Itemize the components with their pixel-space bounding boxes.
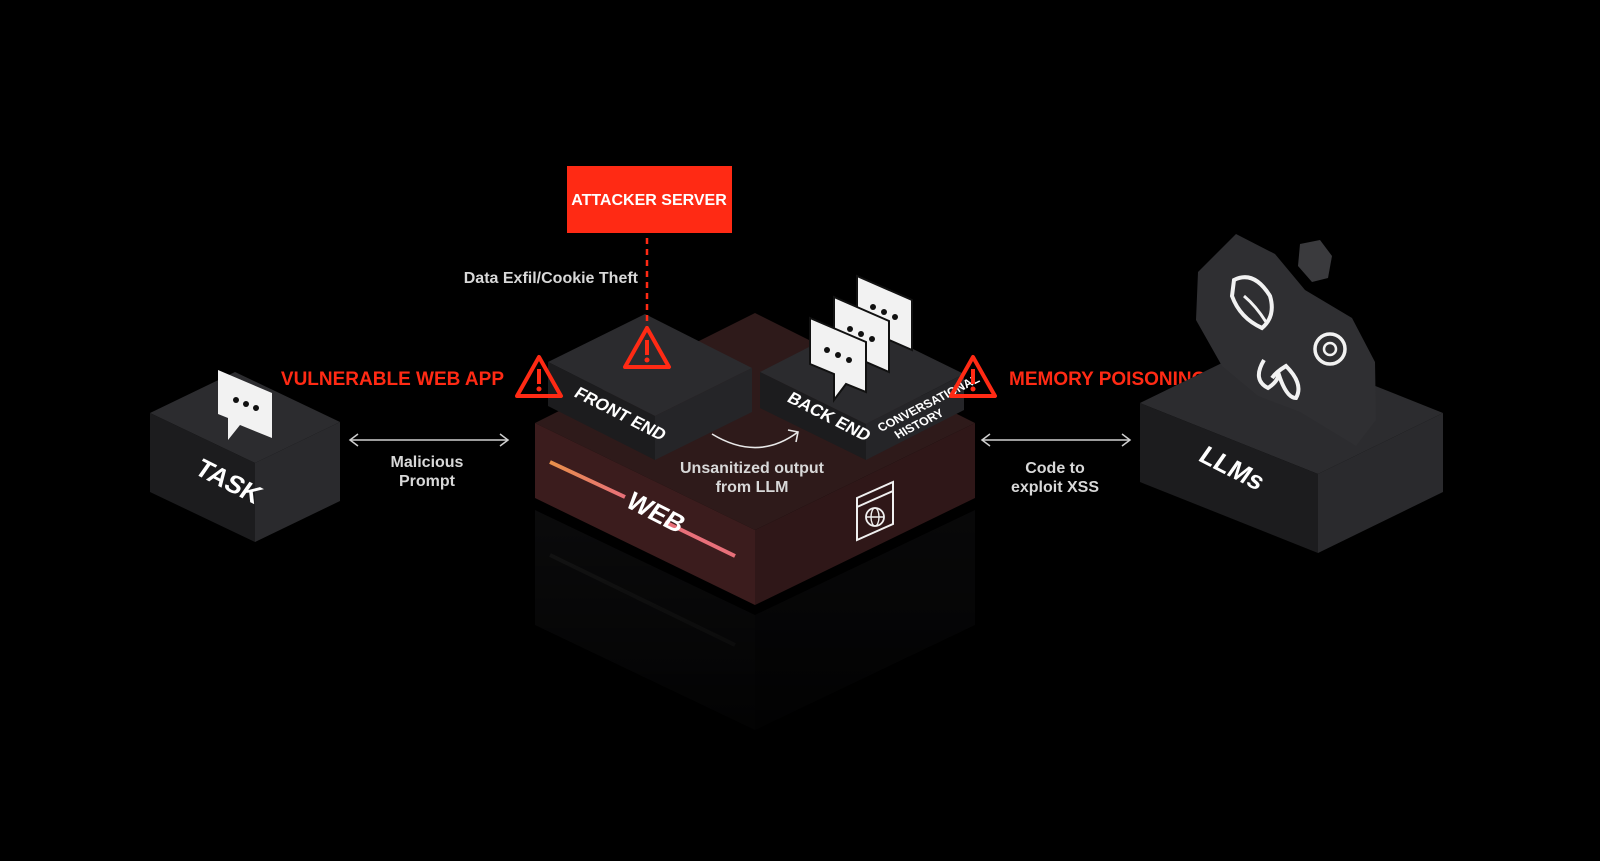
warning-icon — [949, 355, 997, 398]
unsanitized-line1: Unsanitized output — [680, 460, 825, 477]
warning-icon — [515, 355, 563, 398]
malicious-prompt-line1: Malicious — [391, 454, 464, 471]
warning-icon — [623, 326, 671, 369]
vulnerable-web-app-label: VULNERABLE WEB APP — [281, 369, 504, 390]
deepseek-whale-icon — [1229, 275, 1274, 331]
openai-icon — [1313, 332, 1347, 366]
unsanitized-line2: from LLM — [716, 479, 789, 496]
chat-bubble-icon — [218, 370, 272, 440]
unsanitized-output-arrow: Unsanitized output from LLM — [680, 429, 825, 496]
code-xss-arrow: Code to exploit XSS — [980, 433, 1132, 496]
code-xss-line1: Code to — [1025, 460, 1085, 477]
malicious-prompt-line2: Prompt — [399, 473, 456, 490]
meta-infinity-icon — [1256, 358, 1301, 401]
attacker-server-label: ATTACKER SERVER — [571, 192, 727, 209]
browser-globe-icon — [856, 480, 894, 542]
exfil-label: Data Exfil/Cookie Theft — [464, 270, 639, 287]
malicious-prompt-arrow: Malicious Prompt — [348, 433, 510, 490]
code-xss-line2: exploit XSS — [1011, 479, 1099, 496]
attacker-server-box: ATTACKER SERVER — [567, 166, 732, 233]
web-platform: WEB — [535, 313, 975, 605]
memory-poisoning-label: MEMORY POISONING — [1009, 369, 1206, 390]
chat-bubble-icon — [809, 316, 867, 403]
llm-logos-panel — [1196, 234, 1376, 446]
